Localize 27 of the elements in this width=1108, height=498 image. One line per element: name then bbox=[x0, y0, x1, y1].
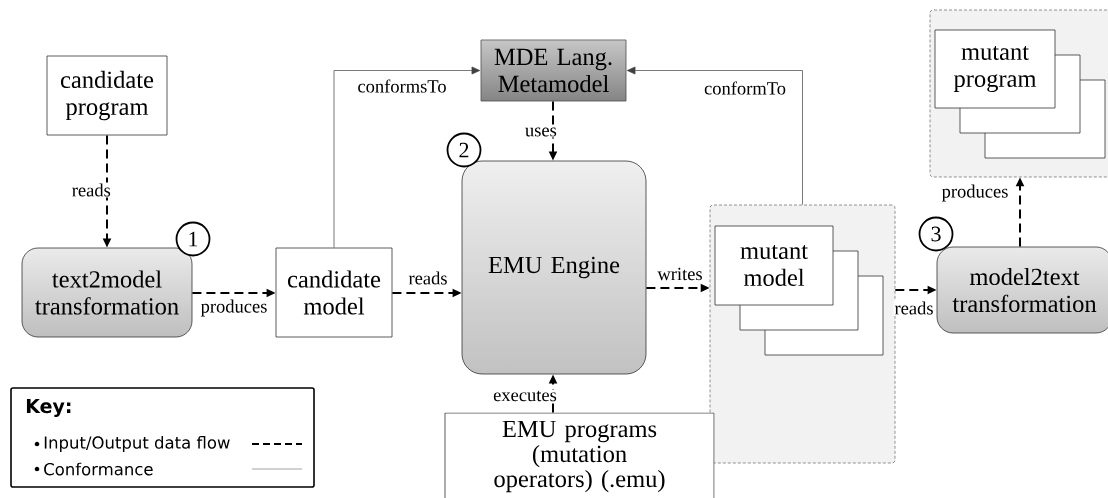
edge-label: writes bbox=[657, 267, 702, 281]
artifact-box: candidate program bbox=[46, 55, 168, 136]
arrow bbox=[626, 66, 803, 206]
legend-item: Conformance bbox=[44, 462, 153, 476]
edge-label: conformTo bbox=[704, 81, 786, 95]
callout-number: 1 bbox=[175, 221, 211, 257]
edge-label: reads bbox=[408, 271, 447, 285]
edge-label: reads bbox=[72, 183, 111, 197]
edge-label: conformsTo bbox=[358, 79, 446, 93]
edge-label: uses bbox=[525, 127, 557, 137]
callout-number: 3 bbox=[918, 216, 954, 252]
artifact-box: mutant program bbox=[934, 29, 1056, 109]
artifact-box: candidate model bbox=[275, 247, 393, 338]
transformation-box: text2model transformation bbox=[21, 247, 193, 338]
edge-label: executes bbox=[493, 390, 557, 402]
engine-box: EMU Engine bbox=[461, 160, 647, 375]
edge-label: reads bbox=[894, 301, 933, 315]
metamodel-box: MDE Lang. Metamodel bbox=[480, 39, 627, 102]
edge-label: produces bbox=[941, 184, 1008, 202]
artifact-box: mutant model bbox=[714, 225, 834, 306]
callout-number: 2 bbox=[446, 132, 482, 168]
edge-label: produces bbox=[200, 299, 267, 317]
legend-title: Key: bbox=[26, 399, 71, 417]
arrow bbox=[333, 66, 481, 248]
legend-item: Input/Output data flow bbox=[44, 436, 230, 452]
transformation-box: model2text transformation bbox=[936, 246, 1108, 334]
program-box: EMU programs (mutation operators) (.emu) bbox=[444, 412, 715, 498]
